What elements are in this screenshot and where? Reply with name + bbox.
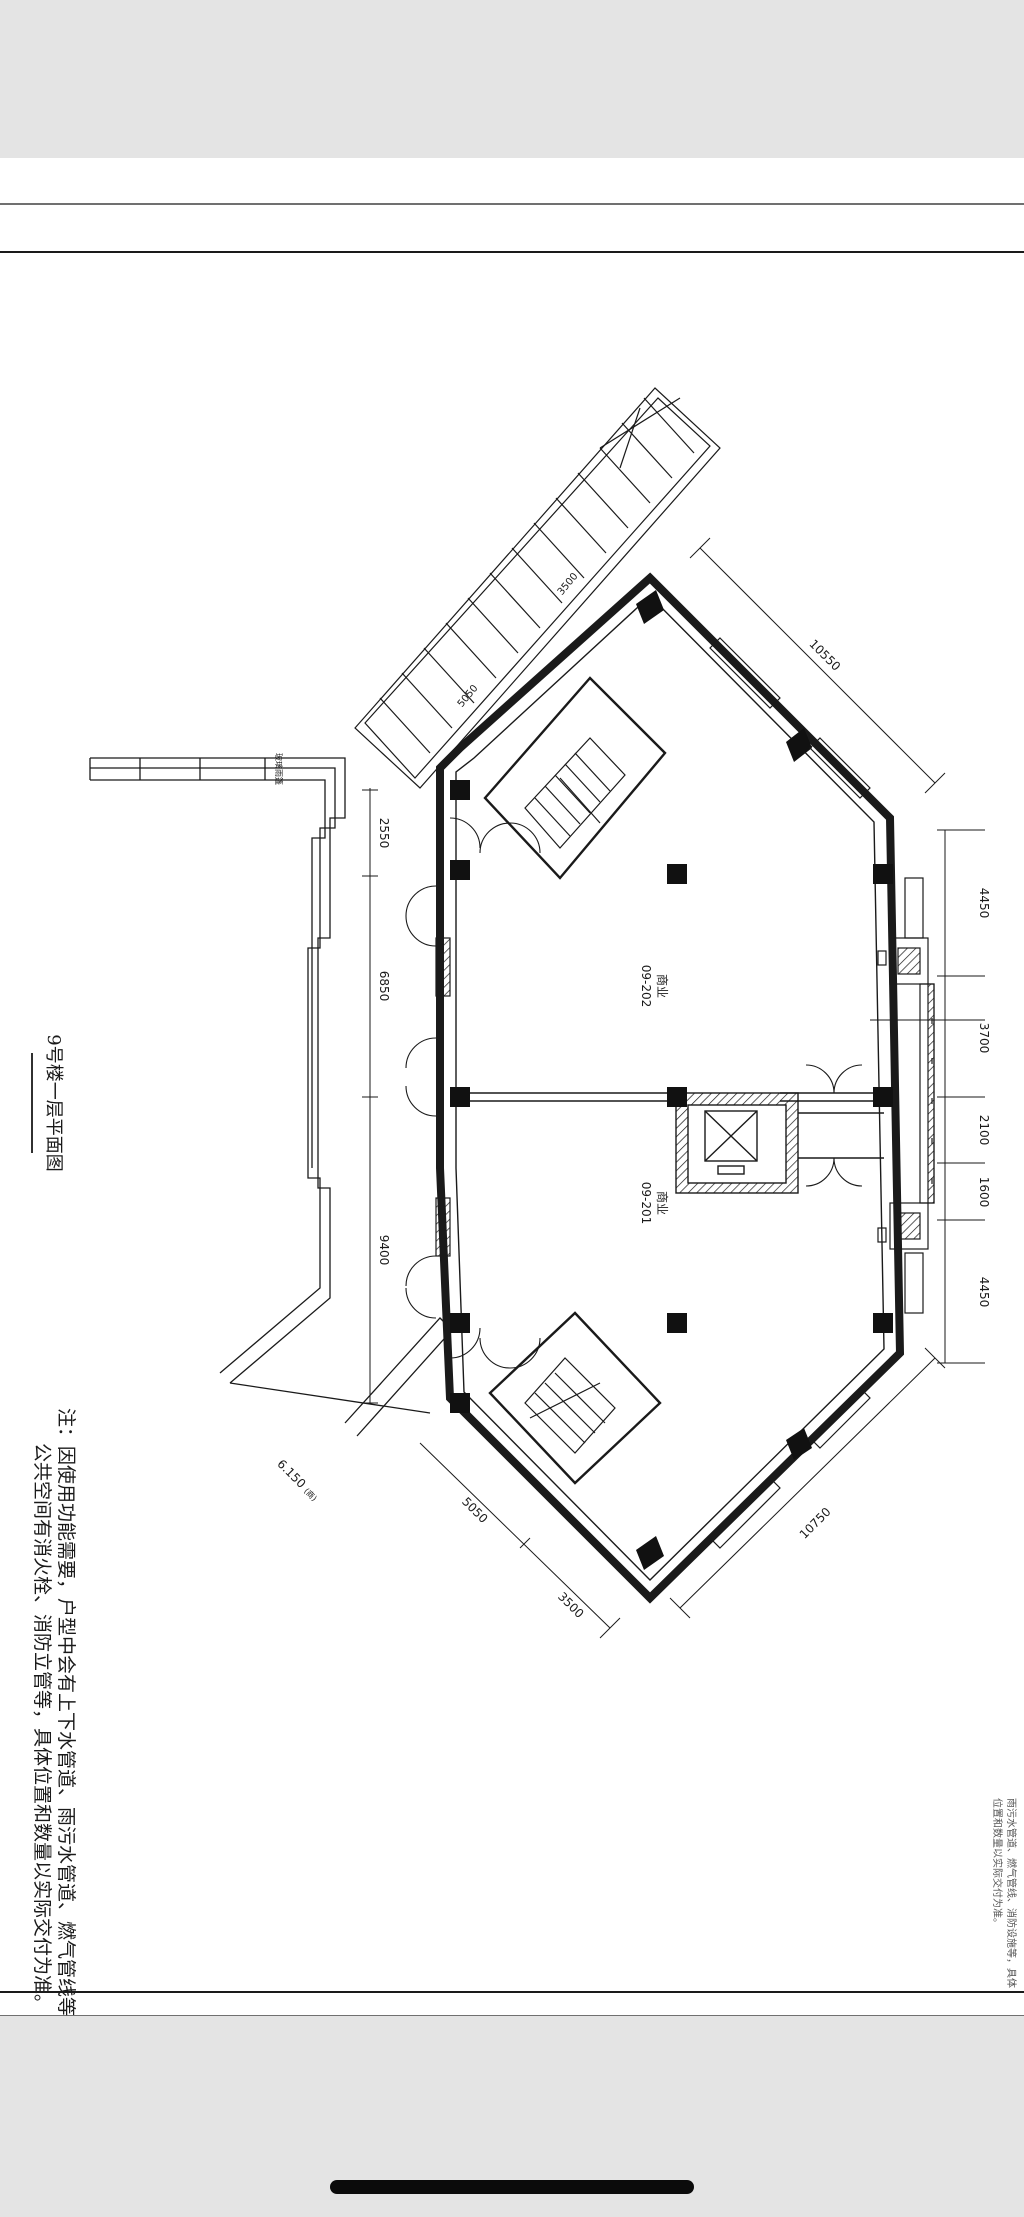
room-labels: 商业 09-202 商业 09-201 xyxy=(639,965,670,1225)
room-name-1: 商业 xyxy=(655,1191,670,1215)
interior-partitions xyxy=(456,1092,884,1194)
dim-right-1: 3700 xyxy=(977,1023,991,1054)
side-note-line-2: 位置和数量以实际交付为准。 xyxy=(991,1798,1004,1928)
dim-right-3: 1600 xyxy=(977,1177,991,1208)
drawing-title: 9号楼一层平面图 xyxy=(31,1034,64,1172)
floor-plan-drawing: 2550 6850 9400 4450 3700 2100 1600 4450 … xyxy=(0,203,1024,2016)
dim-diag-2: 5050 xyxy=(459,1494,490,1525)
drawing-notes: 注：因使用功能需要，户型中会有上下水管道、雨污水管道、燃气管线等， 公共空间有消… xyxy=(31,1408,77,2016)
side-note: 雨污水管道、燃气管线、消防设施等，具体 位置和数量以实际交付为准。 xyxy=(991,1798,1018,1988)
note-line-1: 注：因使用功能需要，户型中会有上下水管道、雨污水管道、燃气管线等， xyxy=(55,1408,77,2016)
sheet-frame xyxy=(0,203,1024,2016)
title-text: 9号楼一层平面图 xyxy=(43,1034,64,1171)
side-note-line-1: 雨污水管道、燃气管线、消防设施等，具体 xyxy=(1005,1798,1018,1988)
exterior-stair xyxy=(354,387,721,789)
dim-left-0: 2550 xyxy=(377,818,391,849)
stair-label-1: 3500 xyxy=(556,571,581,598)
entrance-doors xyxy=(405,817,863,1369)
elevation-label: 6.150 (商) xyxy=(274,1457,321,1504)
home-indicator[interactable] xyxy=(330,2180,694,2194)
dim-left-2: 9400 xyxy=(377,1235,391,1266)
elevation-value: 6.150 xyxy=(274,1457,308,1491)
elevation-mark: (商) xyxy=(302,1486,319,1503)
dimension-lines xyxy=(362,537,985,1639)
structural-columns xyxy=(450,590,893,1570)
dim-right-0: 4450 xyxy=(977,888,991,919)
exterior-walkway xyxy=(89,757,453,1437)
dim-diag-3: 3500 xyxy=(555,1589,586,1620)
stair-lower xyxy=(488,1311,662,1485)
stair-upper xyxy=(483,676,667,880)
drawing-sheet xyxy=(0,158,1024,2016)
room-code-1: 09-201 xyxy=(639,1182,653,1225)
dim-diag-1: 10750 xyxy=(797,1505,834,1542)
room-name-0: 商业 xyxy=(655,974,670,998)
room-code-0: 09-202 xyxy=(639,965,653,1008)
dim-right-4: 4450 xyxy=(977,1277,991,1308)
dim-right-2: 2100 xyxy=(977,1115,991,1146)
dim-diag-0: 10550 xyxy=(806,637,843,674)
left-storefront xyxy=(435,937,451,1257)
right-facade xyxy=(709,637,935,1549)
corridor-label: 玻璃雨篷 xyxy=(274,753,284,785)
note-line-2: 公共空间有消火栓、消防立管等，具体位置和数量以实际交付为准。 xyxy=(31,1443,53,2013)
dim-left-1: 6850 xyxy=(377,971,391,1002)
